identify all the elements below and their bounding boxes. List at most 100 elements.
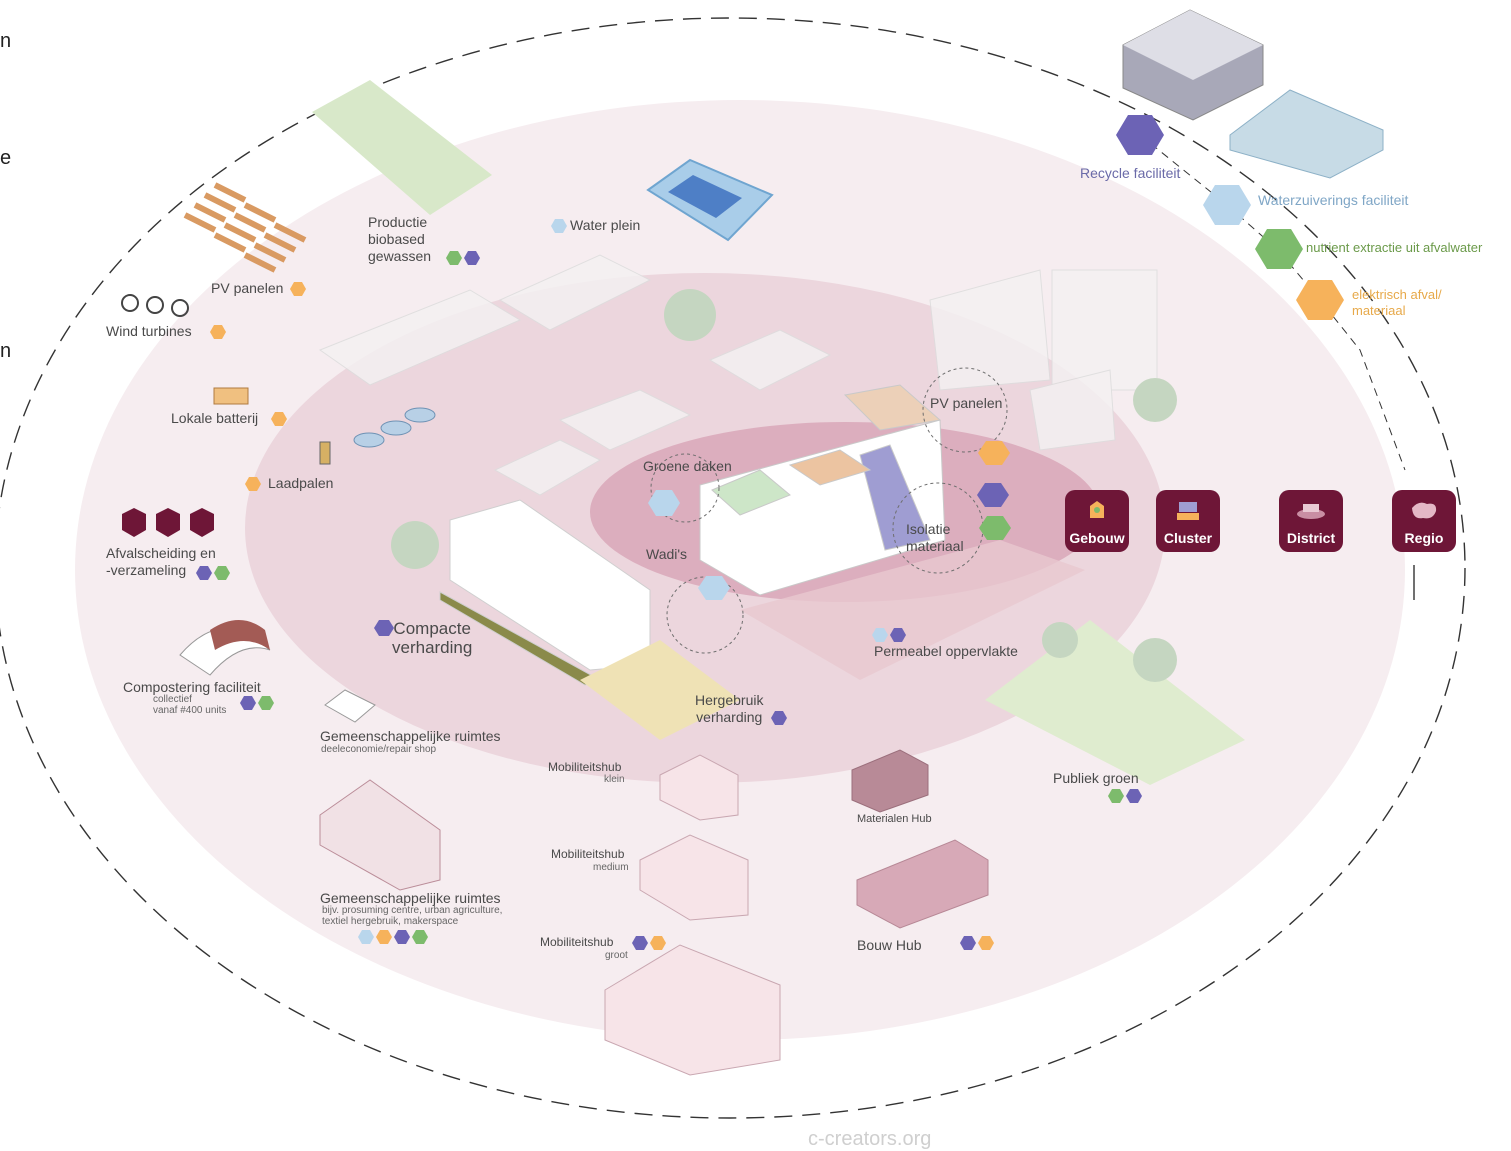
hex-purple	[196, 566, 212, 580]
hex-orange	[376, 930, 392, 944]
hex-lightblue	[551, 219, 567, 233]
hex-purple	[771, 711, 787, 725]
label-compostering: Compostering faciliteit	[123, 679, 261, 695]
watermark: c-creators.org	[808, 1128, 932, 1150]
regional-chain	[1139, 134, 1406, 471]
building-icon	[1090, 501, 1104, 518]
label-publiek-groen: Publiek groen	[1053, 770, 1139, 786]
hexes-productie	[446, 251, 480, 265]
hex-purple	[464, 251, 480, 265]
cluster-icon	[1177, 502, 1199, 520]
battery-icon	[213, 387, 249, 405]
hex-wadis	[698, 576, 730, 600]
label-mob-medium: Mobiliteitshub	[551, 847, 625, 861]
productie-field	[312, 80, 492, 215]
permeable-surface	[740, 540, 1085, 680]
hex-lightblue	[872, 628, 888, 642]
hex-purple	[960, 936, 976, 950]
community-building-large	[319, 779, 441, 891]
edge-letter: e	[0, 147, 12, 169]
scale-label: Cluster	[1163, 530, 1213, 546]
pv-field-left	[82, 200, 237, 270]
community-building-small	[324, 689, 376, 723]
scale-tile-district[interactable]: District	[1279, 490, 1343, 552]
edge-letter: n	[0, 30, 12, 52]
hex-purple	[632, 936, 648, 950]
label-wind-turbines: Wind turbines	[106, 323, 192, 339]
hergebruik-field	[580, 640, 740, 740]
label-mob-groot-sub: groot	[605, 950, 628, 961]
hex-purple	[890, 628, 906, 642]
label-isolatie: Isolatie materiaal	[906, 521, 964, 554]
hexes-compost	[240, 696, 274, 710]
hexes-water-plein	[551, 219, 567, 233]
label-mob-groot: Mobiliteitshub	[540, 935, 614, 949]
hex-pv-center	[978, 441, 1010, 465]
scale-tile-gebouw[interactable]: Gebouw	[1065, 490, 1129, 552]
waterzuivering-facility	[1229, 89, 1384, 179]
wind-turbine-icons	[121, 294, 189, 317]
hex-orange	[650, 936, 666, 950]
hexes-gemeenschap-2	[358, 930, 428, 944]
label-pv-panelen: PV panelen	[211, 280, 284, 296]
scale-label: Regio	[1404, 530, 1444, 546]
label-permeabel: Permeabel oppervlakte	[874, 643, 1018, 659]
mobility-hub-groot	[604, 944, 781, 1076]
background-buildings	[318, 254, 1158, 496]
hexes-wind	[210, 325, 226, 339]
hex-lightblue	[358, 930, 374, 944]
label-gemeenschap-1: Gemeenschappelijke ruimtes	[320, 728, 501, 744]
label-mob-klein: Mobiliteitshub	[548, 760, 622, 774]
hex-elec	[1296, 280, 1344, 320]
hex-purple	[240, 696, 256, 710]
label-pv-panelen-center: PV panelen	[930, 395, 1003, 411]
label-afvalscheiding: Afvalscheiding en -verzameling	[106, 545, 216, 578]
label-lokale-batterij: Lokale batterij	[171, 410, 259, 426]
label-waterzuivering: Waterzuiverings faciliteit	[1258, 192, 1409, 208]
trees	[391, 289, 1177, 682]
label-compostering-sub: collectief vanaf #400 units	[153, 694, 227, 716]
label-gemeenschap-1-sub: deeleconomie/repair shop	[321, 744, 437, 755]
charger	[319, 441, 331, 465]
label-laadpalen: Laadpalen	[268, 475, 334, 491]
label-gemeenschap-2-sub: bijv. prosuming centre, urban agricultur…	[322, 905, 503, 927]
hexes-hergebruik	[771, 711, 787, 725]
hex-isolatie-1	[977, 483, 1009, 507]
label-groene-daken: Groene daken	[643, 458, 732, 474]
bouw-hub-building	[856, 839, 989, 929]
scale-tile-regio[interactable]: Regio	[1392, 490, 1456, 552]
hex-green	[446, 251, 462, 265]
compost-greenhouse	[179, 620, 271, 676]
hex-water	[1203, 185, 1251, 225]
residential-block	[439, 499, 651, 686]
hex-purple	[394, 930, 410, 944]
hex-groene-daken	[648, 490, 680, 516]
publiek-groen-field	[985, 620, 1245, 785]
hex-purple	[1126, 789, 1142, 803]
label-compacte: Compacte verharding	[392, 619, 473, 657]
central-building	[699, 384, 946, 596]
hexes-mob-groot	[632, 936, 666, 950]
hex-orange	[210, 325, 226, 339]
hexes-pv-left	[290, 282, 306, 296]
scale-tile-cluster[interactable]: Cluster	[1156, 490, 1220, 552]
hexes-laadpalen	[245, 477, 261, 491]
mobility-hub-klein	[659, 754, 739, 821]
cars	[353, 407, 436, 448]
region-map-icon	[1412, 502, 1437, 519]
edge-letter: n	[0, 340, 12, 362]
pv-rows	[183, 182, 307, 273]
hexes-afval	[196, 566, 230, 580]
hex-green	[214, 566, 230, 580]
hex-orange	[978, 936, 994, 950]
scale-label: Gebouw	[1069, 530, 1125, 546]
hex-recycle	[1116, 115, 1164, 155]
label-materialen-hub: Materialen Hub	[857, 813, 932, 825]
hexes-permeabel	[872, 628, 906, 642]
label-gemeenschap-2: Gemeenschappelijke ruimtes	[320, 890, 501, 906]
hex-green	[412, 930, 428, 944]
mobility-hub-medium	[639, 834, 749, 921]
label-wadis: Wadi's	[646, 546, 688, 562]
hex-compacte	[374, 620, 394, 636]
